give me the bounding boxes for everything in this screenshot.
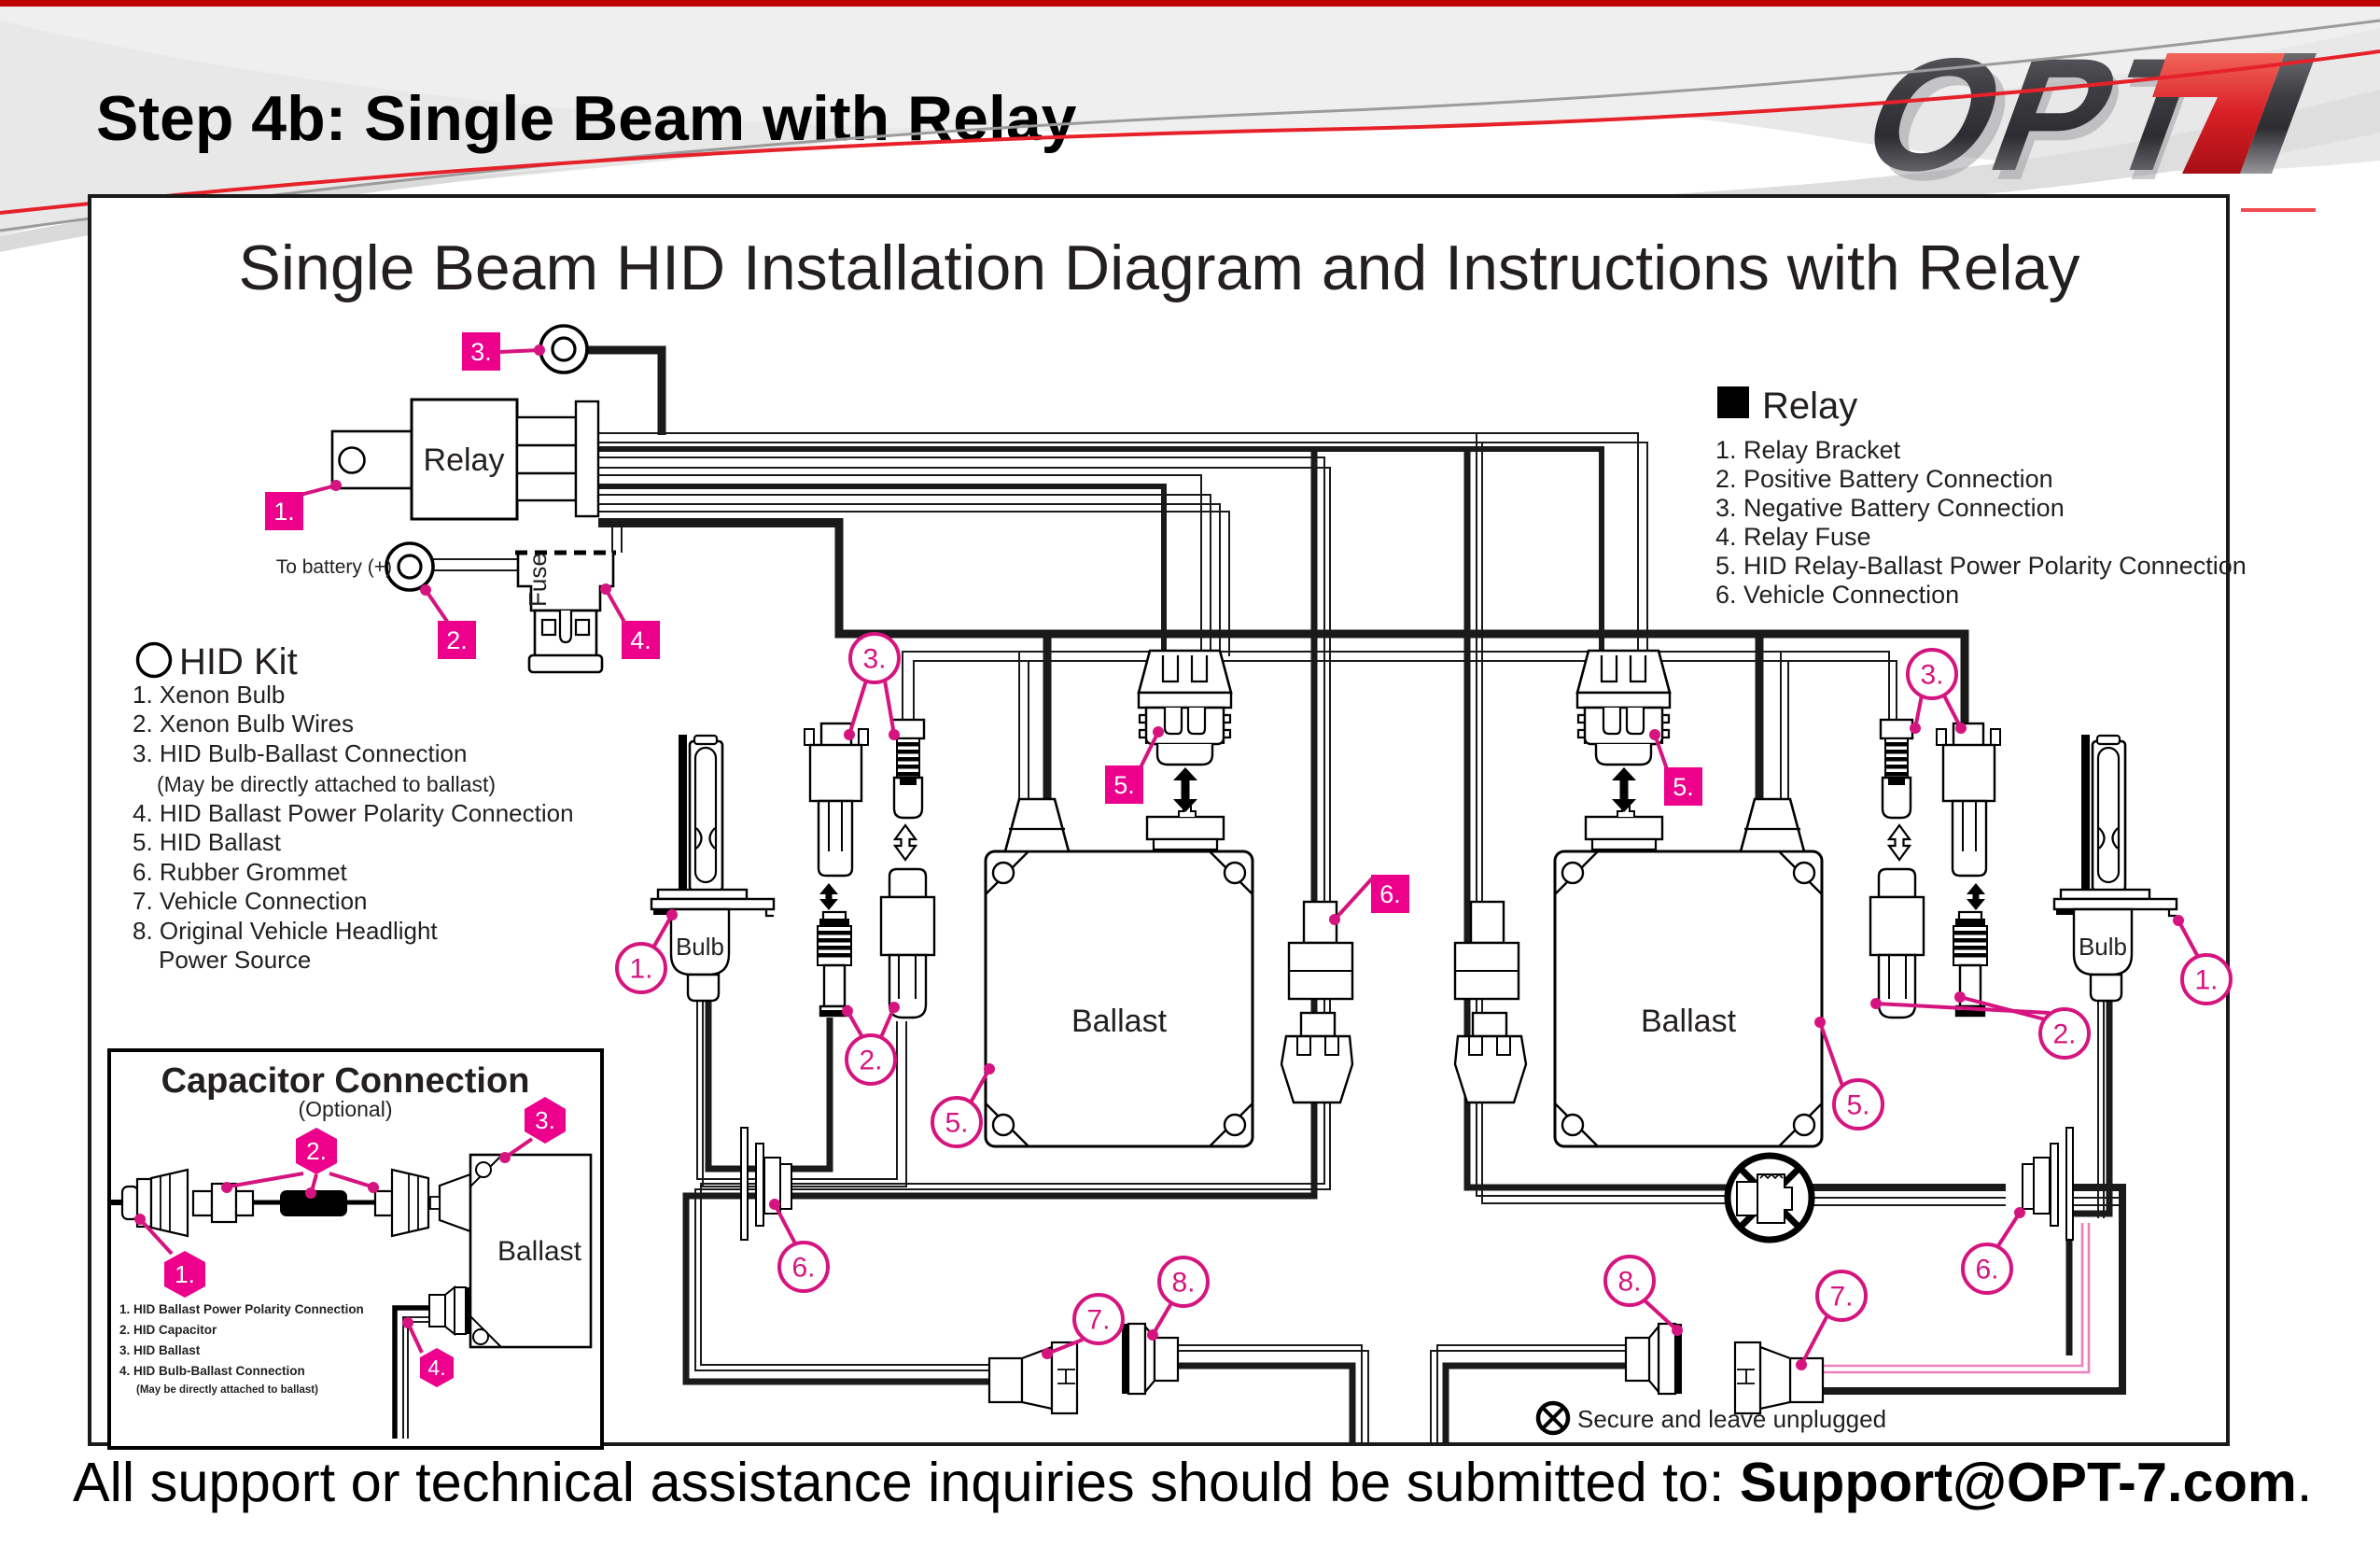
svg-text:8.: 8.: [1617, 1267, 1641, 1298]
svg-text:6.: 6.: [1975, 1255, 1998, 1285]
svg-text:Bulb: Bulb: [676, 933, 724, 961]
svg-text:Fuse: Fuse: [524, 553, 552, 607]
svg-text:3.: 3.: [862, 644, 886, 675]
svg-text:2.: 2.: [2052, 1019, 2076, 1050]
svg-text:4.: 4.: [630, 626, 651, 654]
svg-text:4. Relay Fuse: 4. Relay Fuse: [1715, 523, 1871, 551]
svg-text:3. HID Ballast: 3. HID Ballast: [119, 1343, 201, 1357]
svg-text:2. Xenon Bulb Wires: 2. Xenon Bulb Wires: [133, 709, 354, 737]
svg-text:6. Rubber Grommet: 6. Rubber Grommet: [133, 858, 348, 886]
svg-text:3. Negative Battery Connection: 3. Negative Battery Connection: [1715, 494, 2065, 522]
svg-text:Relay: Relay: [424, 442, 505, 478]
svg-text:(May be directly attached to b: (May be directly attached to ballast): [136, 1384, 318, 1396]
svg-text:6.: 6.: [1379, 880, 1401, 908]
svg-text:All support or technical assis: All support or technical assistance inqu…: [73, 1451, 2312, 1513]
svg-text:6.: 6.: [791, 1253, 815, 1284]
svg-text:7.: 7.: [1829, 1282, 1853, 1313]
svg-text:7. Vehicle Connection: 7. Vehicle Connection: [133, 887, 368, 915]
svg-text:8. Original Vehicle Headlight: 8. Original Vehicle Headlight: [133, 917, 438, 945]
svg-text:Bulb: Bulb: [2079, 933, 2127, 961]
svg-text:1. Xenon Bulb: 1. Xenon Bulb: [133, 681, 285, 709]
svg-text:1. Relay Bracket: 1. Relay Bracket: [1715, 436, 1901, 464]
svg-text:8.: 8.: [1171, 1268, 1195, 1299]
svg-text:2. Positive Battery Connection: 2. Positive Battery Connection: [1715, 465, 2053, 493]
svg-text:Ballast: Ballast: [497, 1236, 582, 1267]
svg-text:5.: 5.: [945, 1108, 968, 1139]
svg-text:3.: 3.: [470, 338, 492, 366]
svg-text:3. HID Bulb-Ballast Connection: 3. HID Bulb-Ballast Connection: [133, 739, 467, 767]
svg-text:(May be directly attached to b: (May be directly attached to ballast): [157, 772, 496, 796]
svg-text:2.: 2.: [446, 626, 468, 654]
svg-text:2. HID Capacitor: 2. HID Capacitor: [119, 1323, 217, 1337]
svg-text:3.: 3.: [535, 1106, 555, 1134]
svg-text:Ballast: Ballast: [1071, 1004, 1168, 1039]
svg-text:Secure and leave unplugged: Secure and leave unplugged: [1577, 1405, 1886, 1433]
svg-text:4. HID Bulb-Ballast Connection: 4. HID Bulb-Ballast Connection: [119, 1364, 305, 1378]
svg-text:1.: 1.: [273, 498, 295, 526]
svg-text:2.: 2.: [306, 1137, 327, 1165]
svg-text:1.: 1.: [175, 1260, 195, 1288]
svg-text:To battery (+): To battery (+): [276, 556, 392, 578]
svg-text:Capacitor Connection: Capacitor Connection: [161, 1061, 530, 1101]
svg-text:1.: 1.: [2194, 965, 2218, 996]
svg-text:OPT: OPT: [1841, 24, 2247, 204]
svg-text:1. HID Ballast Power Polarity: 1. HID Ballast Power Polarity Connection: [119, 1302, 364, 1316]
svg-text:Relay: Relay: [1762, 386, 1857, 427]
svg-text:Single Beam HID Installation D: Single Beam HID Installation Diagram and…: [239, 232, 2080, 303]
svg-text:4.: 4.: [427, 1355, 445, 1380]
svg-text:5.: 5.: [1113, 771, 1135, 799]
svg-text:1.: 1.: [629, 954, 652, 985]
svg-text:Ballast: Ballast: [1641, 1004, 1737, 1039]
svg-text:(Optional): (Optional): [299, 1097, 393, 1121]
svg-text:HID Kit: HID Kit: [179, 641, 298, 682]
svg-text:2.: 2.: [859, 1046, 882, 1076]
svg-text:6. Vehicle Connection: 6. Vehicle Connection: [1715, 581, 1959, 609]
svg-text:5. HID Relay-Ballast Power Pol: 5. HID Relay-Ballast Power Polarity Conn…: [1715, 552, 2247, 580]
svg-text:7.: 7.: [1086, 1305, 1110, 1336]
svg-text:5.: 5.: [1846, 1090, 1869, 1121]
svg-text:5. HID Ballast: 5. HID Ballast: [133, 828, 282, 856]
svg-text:5.: 5.: [1673, 773, 1694, 801]
svg-text:3.: 3.: [1920, 660, 1943, 691]
svg-text:4. HID Ballast Power Polarity: 4. HID Ballast Power Polarity Connection: [133, 799, 574, 827]
svg-text:Power Source: Power Source: [159, 946, 311, 974]
